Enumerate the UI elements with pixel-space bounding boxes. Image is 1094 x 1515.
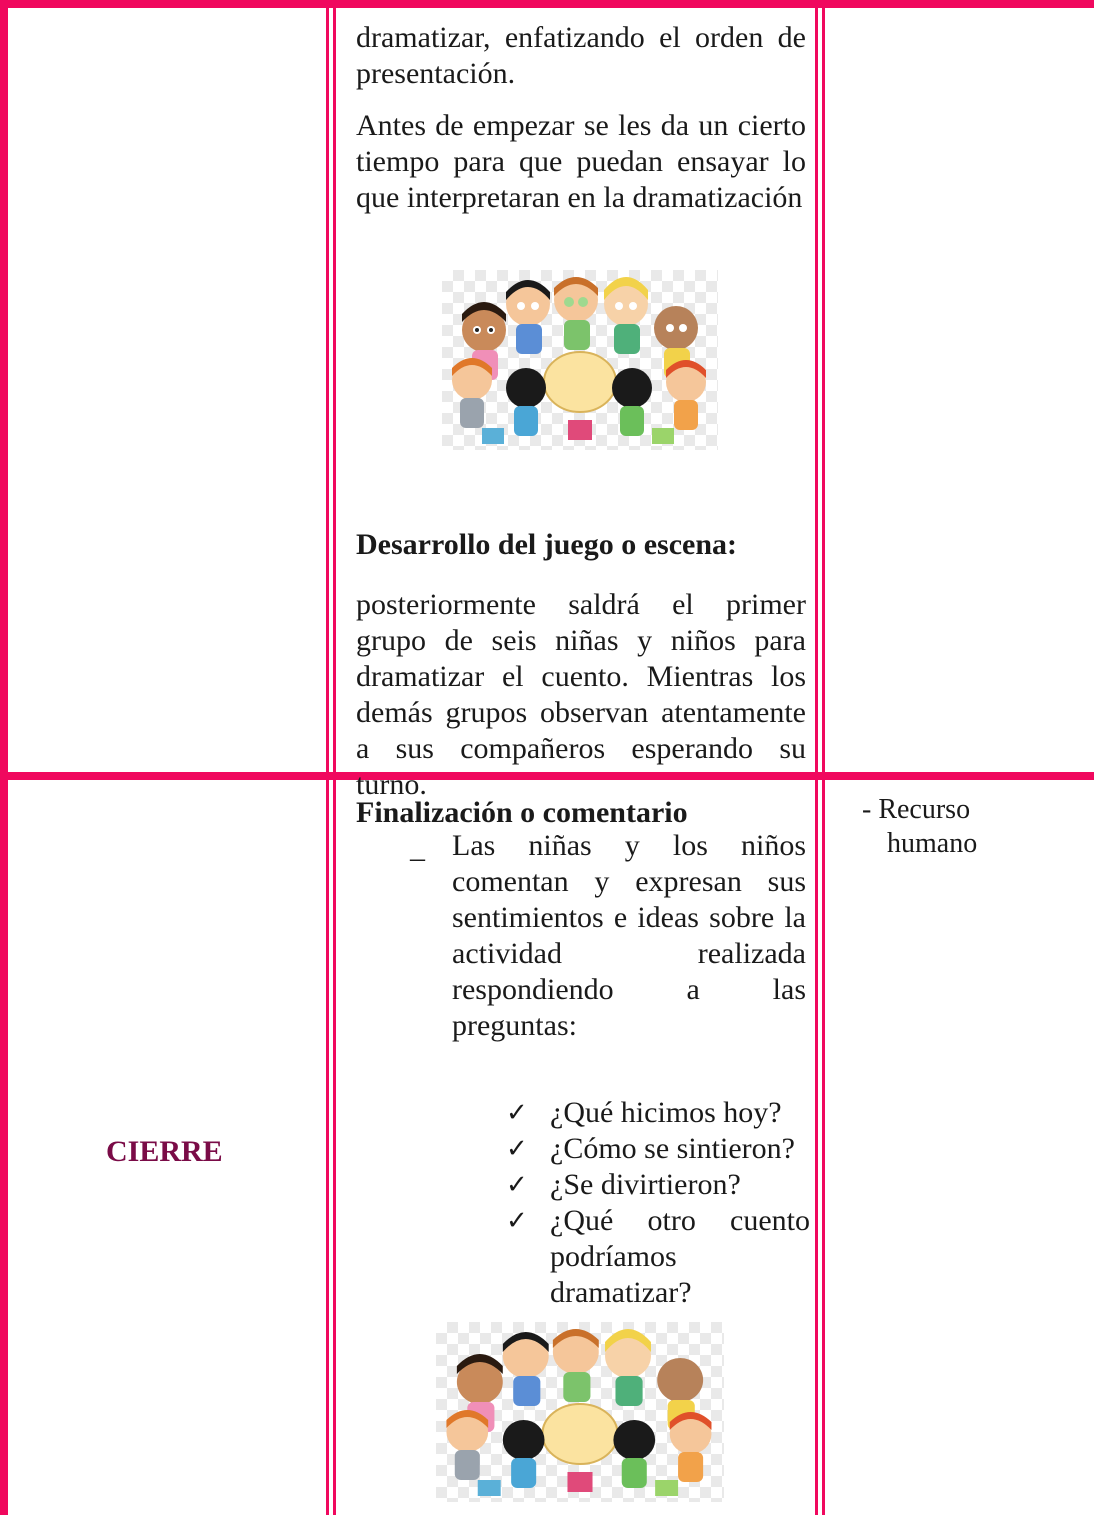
checklist-item: ✓ ¿Se divirtieron?: [506, 1167, 810, 1203]
resource-line-1: - Recurso: [862, 794, 971, 825]
resource-line-2: humano: [887, 828, 978, 859]
table-row-divider: [0, 772, 1094, 780]
stage-label-cierre: CIERRE: [106, 1135, 223, 1168]
check-mark-icon: ✓: [506, 1206, 528, 1236]
activity-paragraph-2: Antes de empezar se les da un cierto tie…: [356, 109, 806, 214]
closing-dash-item: Las niñas y los niños comentan y expresa…: [452, 829, 806, 1042]
question-checklist: ✓¿Qué hicimos hoy? ✓¿Cómo se sintieron? …: [506, 1095, 810, 1311]
column-divider-2-inner: [822, 0, 825, 1515]
check-mark-icon: ✓: [506, 1098, 528, 1128]
activity-paragraph-1: dramatizar, enfatizando el orden de pres…: [356, 21, 806, 90]
checklist-item-text: ¿Cómo se sintieron?: [550, 1132, 795, 1165]
children-circle-image: [452, 277, 706, 444]
check-mark-icon: ✓: [506, 1170, 528, 1200]
checklist-item-text: ¿Qué hicimos hoy?: [550, 1096, 782, 1129]
children-circle-illustration: [442, 270, 718, 450]
checklist-item: ✓ ¿Cómo se sintieron?: [506, 1131, 810, 1167]
column-divider-1-inner: [333, 0, 336, 1515]
checklist-item: ✓ ¿Qué otro cuento podríamos dramatizar?: [506, 1203, 810, 1311]
children-circle-illustration-2: [436, 1322, 724, 1502]
children-circle-image-2: [446, 1329, 712, 1496]
table-top-border: [0, 0, 1094, 8]
checklist-item-text: ¿Qué otro cuento podríamos dramatizar?: [550, 1204, 810, 1309]
table-left-border: [0, 0, 8, 1515]
column-divider-2: [815, 0, 818, 1515]
resource-cell: - Recurso humano: [862, 793, 977, 861]
checklist-item-text: ¿Se divirtieron?: [550, 1168, 741, 1201]
activity-paragraph-4: posteriormente saldrá el primer grupo de…: [356, 588, 806, 801]
closing-heading: Finalización o comentario: [356, 796, 688, 829]
checklist-item: ✓ ¿Qué hicimos hoy?: [506, 1095, 810, 1131]
check-mark-icon: ✓: [506, 1134, 528, 1164]
game-development-heading: Desarrollo del juego o escena:: [356, 528, 738, 561]
column-divider-1: [326, 0, 329, 1515]
dash-bullet-marker: –: [410, 841, 425, 874]
